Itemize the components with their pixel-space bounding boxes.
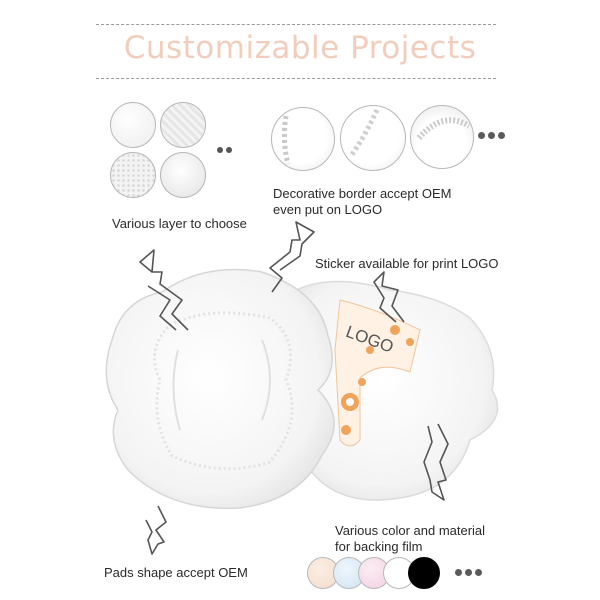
backing-swatch-black <box>408 557 440 589</box>
border-sample-1 <box>271 107 335 171</box>
label-border: Decorative border accept OEM even put on… <box>273 186 452 217</box>
border-stitch-icon <box>348 108 380 158</box>
label-shape: Pads shape accept OEM <box>104 565 248 580</box>
bottom-dashed-rule <box>96 78 496 79</box>
backing-more-icon <box>455 569 482 576</box>
page-title: Customizable Projects <box>123 30 477 66</box>
layer-swatch-soft <box>160 152 206 198</box>
sticker-strip <box>334 299 421 447</box>
label-backing: Various color and material for backing f… <box>335 523 486 554</box>
border-sample-2 <box>340 105 406 171</box>
label-layer: Various layer to choose <box>112 216 247 231</box>
border-lace-icon <box>416 117 471 141</box>
border-sample-3 <box>410 105 474 169</box>
layer-swatch-dotted <box>110 152 156 198</box>
layer-swatch-smooth <box>110 102 156 148</box>
border-stitch-icon <box>281 115 291 165</box>
front-pad <box>105 268 335 510</box>
border-more-icon <box>478 132 505 139</box>
backing-swatch-white <box>383 557 415 589</box>
layer-more-icon <box>217 147 232 153</box>
layer-swatch-embossed <box>160 102 206 148</box>
top-dashed-rule <box>96 24 496 25</box>
label-sticker: Sticker available for print LOGO <box>315 256 499 271</box>
